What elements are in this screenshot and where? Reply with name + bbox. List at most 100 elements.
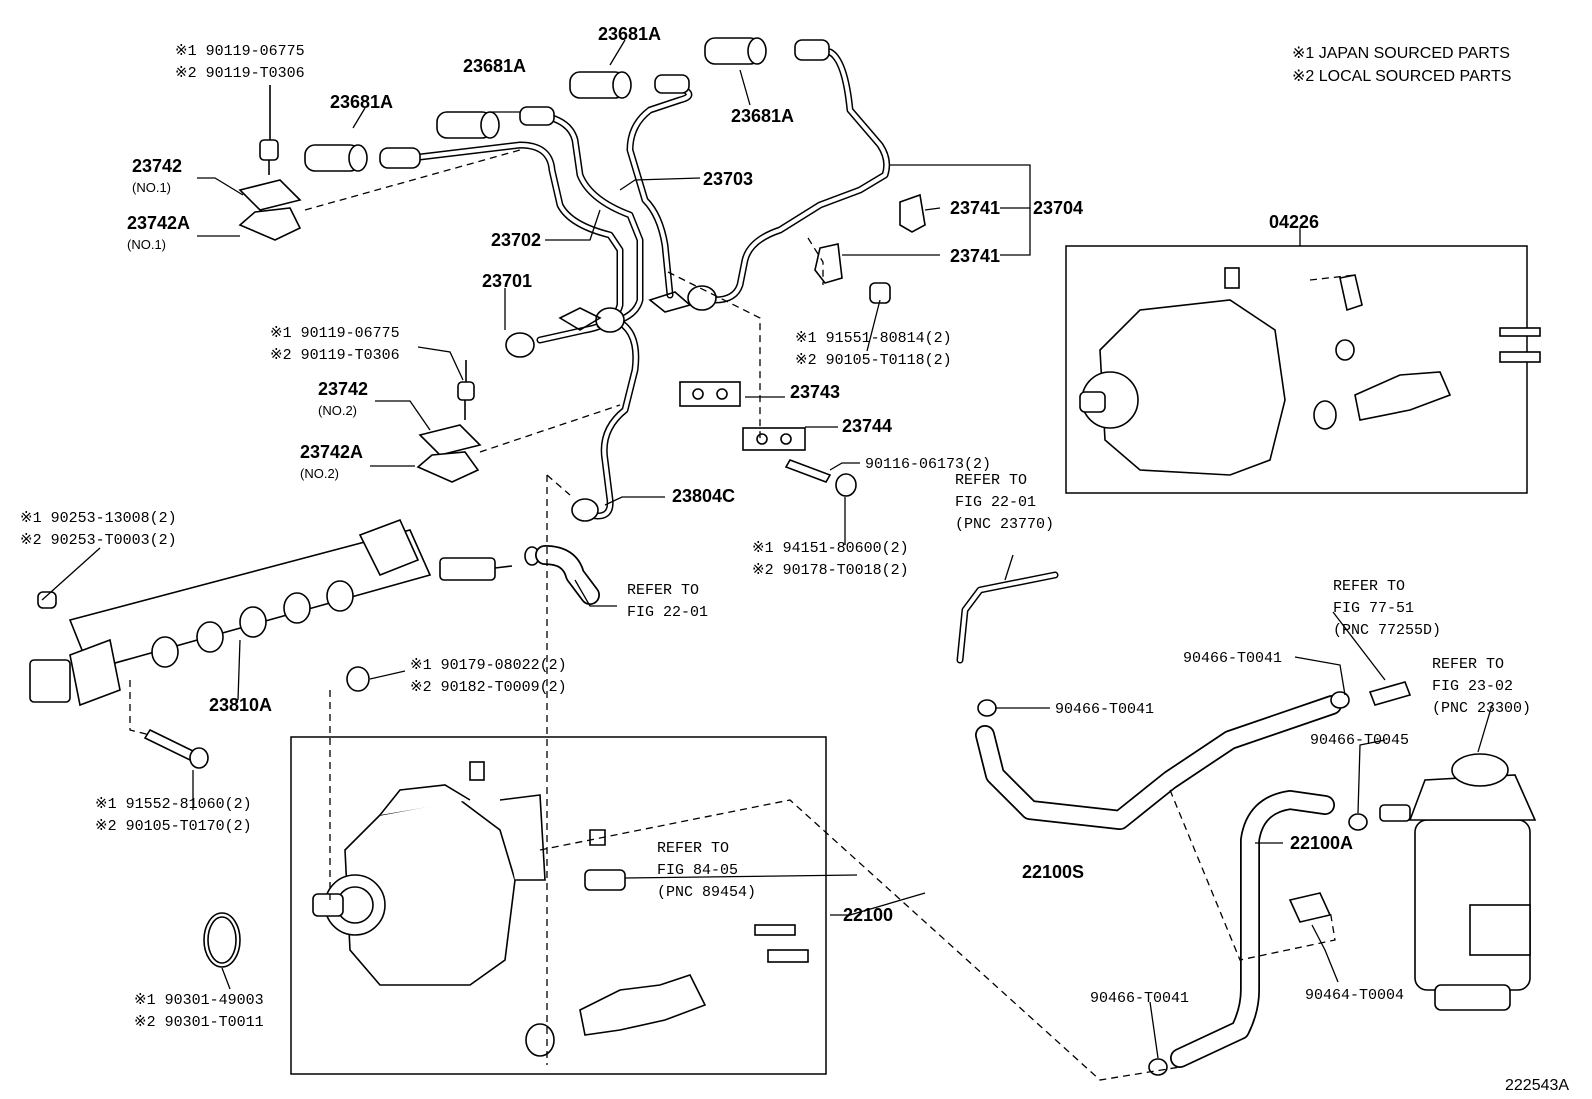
- pump-kit-04226: [1079, 267, 1541, 476]
- clamp-23744: [742, 427, 806, 451]
- label-23741-b: 23741: [950, 246, 1000, 266]
- figure-id: 222543A: [1505, 1077, 1569, 1094]
- ref2-l2: FIG 22-01: [955, 494, 1036, 511]
- injection-pipes: [379, 39, 891, 522]
- label-23701: 23701: [482, 271, 532, 291]
- clip-90466-a: [977, 699, 997, 717]
- clamp-no1: [238, 85, 302, 241]
- clip-90466-c: [1348, 813, 1368, 831]
- dashed-guides: [129, 149, 1356, 1081]
- legend-japan: ※1 JAPAN SOURCED PARTS: [1292, 45, 1510, 62]
- clamp-no2: [416, 360, 482, 483]
- label-23742A-no1-sub: (NO.1): [127, 237, 166, 252]
- label-23742-no2-sub: (NO.2): [318, 403, 357, 418]
- bracket-23741-b: [814, 243, 843, 284]
- label-washer-2: ※2 90182-T0009(2): [410, 679, 567, 696]
- refer-fig-77-51: REFER TO FIG 77-51 (PNC 77255D): [1333, 578, 1441, 639]
- label-23741-a: 23741: [950, 198, 1000, 218]
- sleeves-23681A: [304, 37, 767, 172]
- refer-fig-22-01-a: REFER TO FIG 22-01: [627, 582, 708, 621]
- label-22100A: 22100A: [1290, 833, 1353, 853]
- ref5-l1: REFER TO: [657, 840, 729, 857]
- ref4-l2: FIG 23-02: [1432, 678, 1513, 695]
- pipe-ref-23770: [956, 571, 1059, 664]
- label-23742A-no2-sub: (NO.2): [300, 466, 339, 481]
- label-23681A-3: 23681A: [463, 56, 526, 76]
- label-railbolt-2: ※2 90105-T0170(2): [95, 818, 252, 835]
- label-23804C: 23804C: [672, 486, 735, 506]
- ref4-l3: (PNC 23300): [1432, 700, 1531, 717]
- label-04226: 04226: [1269, 212, 1319, 232]
- ref4-l1: REFER TO: [1432, 656, 1504, 673]
- refer-fig-84-05: REFER TO FIG 84-05 (PNC 89454): [657, 840, 756, 901]
- label-23742-no1: 23742: [132, 156, 182, 176]
- legend-local: ※2 LOCAL SOURCED PARTS: [1292, 68, 1511, 85]
- refer-fig-23-02: REFER TO FIG 23-02 (PNC 23300): [1432, 656, 1531, 717]
- label-23744: 23744: [842, 416, 892, 436]
- bolt-91551: [869, 282, 891, 304]
- label-bolt-mid-2: ※2 90119-T0306: [270, 347, 400, 364]
- label-nut-1: ※1 94151-80600(2): [752, 540, 909, 557]
- leader-lines: [41, 39, 1493, 1059]
- ref1-l2: FIG 22-01: [627, 604, 708, 621]
- label-oring-1: ※1 90301-49003: [134, 992, 264, 1009]
- label-23743: 23743: [790, 382, 840, 402]
- label-23681A-2: 23681A: [330, 92, 393, 112]
- label-23681A-1: 23681A: [731, 106, 794, 126]
- label-22100S: 22100S: [1022, 862, 1084, 882]
- ref2-l3: (PNC 23770): [955, 516, 1054, 533]
- ref2-l1: REFER TO: [955, 472, 1027, 489]
- label-railbolt-1: ※1 91552-81060(2): [95, 796, 252, 813]
- label-plug-1: ※1 90253-13008(2): [20, 510, 177, 527]
- ref5-l3: (PNC 89454): [657, 884, 756, 901]
- label-bolt-right-1: ※1 91551-80814(2): [795, 330, 952, 347]
- ref3-l1: REFER TO: [1333, 578, 1405, 595]
- label-stud: 90116-06173(2): [865, 456, 991, 473]
- clip-90466-d: [1148, 1058, 1168, 1076]
- label-clip-2: 90466-T0041: [1183, 650, 1282, 667]
- ref3-l2: FIG 77-51: [1333, 600, 1414, 617]
- label-clip-3: 90466-T0041: [1090, 990, 1189, 1007]
- bracket-23741-a: [899, 193, 926, 233]
- label-clip-4: 90466-T0045: [1310, 732, 1409, 749]
- label-bolt-top-1: ※1 90119-06775: [175, 43, 305, 60]
- refer-fig-22-01-b: REFER TO FIG 22-01 (PNC 23770): [955, 472, 1054, 533]
- stud-90116: [784, 459, 832, 483]
- clamp-23743: [679, 381, 741, 407]
- supply-pump-22100: [312, 761, 809, 1057]
- box-04226: [1065, 245, 1528, 494]
- bolt-91552: [143, 728, 197, 762]
- label-23742A-no1: 23742A: [127, 213, 190, 233]
- clamp-90464: [1288, 892, 1332, 923]
- oring-90301: [203, 912, 241, 968]
- label-nut-2: ※2 90178-T0018(2): [752, 562, 909, 579]
- label-22100: 22100: [843, 905, 893, 925]
- ref3-l3: (PNC 77255D): [1333, 622, 1441, 639]
- label-23742A-no2: 23742A: [300, 442, 363, 462]
- label-clamp: 90464-T0004: [1305, 987, 1404, 1004]
- label-23702: 23702: [491, 230, 541, 250]
- clip-90466-b: [1330, 691, 1350, 709]
- label-clip-1: 90466-T0041: [1055, 701, 1154, 718]
- box-22100: [290, 736, 827, 1075]
- label-23742-no2: 23742: [318, 379, 368, 399]
- label-washer-1: ※1 90179-08022(2): [410, 657, 567, 674]
- label-23681A-4: 23681A: [598, 24, 661, 44]
- label-23742-no1-sub: (NO.1): [132, 180, 171, 195]
- label-23810A: 23810A: [209, 695, 272, 715]
- fuel-filter: [1379, 753, 1537, 1011]
- label-bolt-right-2: ※2 90105-T0118(2): [795, 352, 952, 369]
- label-oring-2: ※2 90301-T0011: [134, 1014, 264, 1031]
- label-bolt-top-2: ※2 90119-T0306: [175, 65, 305, 82]
- label-23703: 23703: [703, 169, 753, 189]
- ref1-l1: REFER TO: [627, 582, 699, 599]
- label-bolt-mid-1: ※1 90119-06775: [270, 325, 400, 342]
- pipe-77255D: [1368, 681, 1412, 706]
- label-23704: 23704: [1033, 198, 1083, 218]
- nut-94151: [835, 473, 857, 497]
- ref5-l2: FIG 84-05: [657, 862, 738, 879]
- label-plug-2: ※2 90253-T0003(2): [20, 532, 177, 549]
- washer-90179: [346, 666, 370, 692]
- common-rail-23810A: [29, 518, 540, 707]
